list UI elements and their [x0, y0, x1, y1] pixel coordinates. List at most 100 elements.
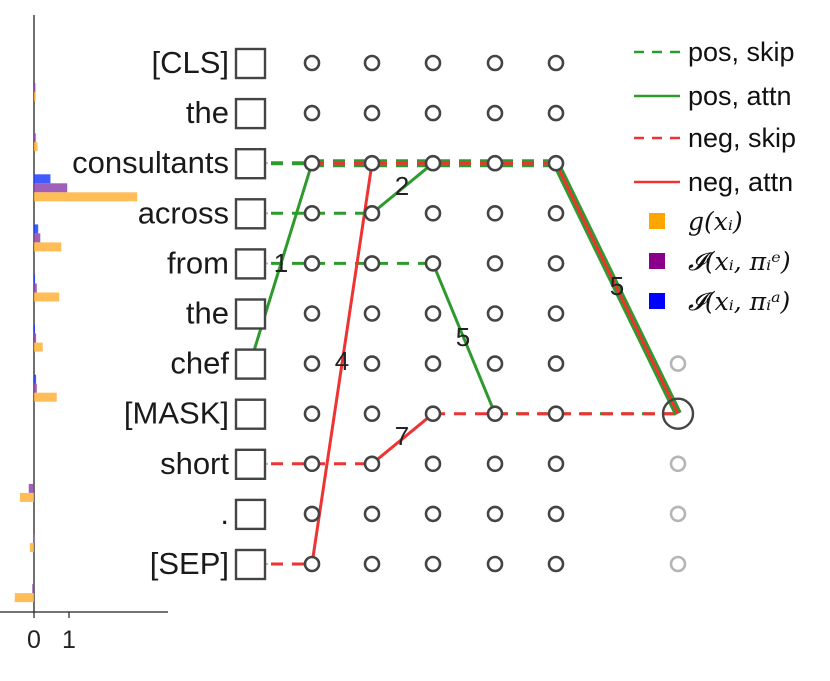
- layer-node: [424, 54, 442, 72]
- layer-node: [363, 205, 381, 222]
- layer-node: [303, 54, 321, 72]
- edge-weight-label: 5: [456, 322, 470, 352]
- bar-g-10: [29, 543, 34, 552]
- bar-explained-10: [33, 534, 35, 543]
- output-node: [669, 505, 687, 523]
- node-grid: [234, 47, 695, 581]
- bar-g-11: [14, 593, 34, 603]
- output-node-mask: [661, 397, 695, 430]
- layer-node: [424, 255, 442, 272]
- layer-node: [363, 555, 381, 573]
- layer-node: [303, 205, 321, 222]
- bar-g-7: [34, 392, 57, 402]
- output-node: [669, 355, 687, 372]
- layer-node: [303, 154, 321, 172]
- bar-g-4: [34, 242, 62, 252]
- edge-weight-label: 5: [610, 271, 624, 301]
- layer-node: [303, 555, 321, 573]
- bar-explained-5: [34, 283, 37, 293]
- layer-node: [547, 505, 565, 523]
- token-box-node: [234, 448, 267, 480]
- edge-weight-label: 7: [395, 421, 409, 451]
- token-box-node: [234, 498, 267, 531]
- bar-explained-9: [28, 483, 34, 493]
- layer-node: [547, 54, 565, 72]
- layer-node: [303, 505, 321, 523]
- layer-node: [547, 154, 565, 172]
- layer-node: [486, 455, 504, 473]
- layer-node: [547, 355, 565, 372]
- token-label: [SEP]: [150, 546, 229, 581]
- layer-node: [424, 355, 442, 372]
- bar-g-3: [34, 192, 138, 202]
- legend-square-swatch: [649, 213, 665, 229]
- bar-axis-tick-label: 1: [62, 626, 76, 654]
- legend-label: g(xᵢ): [688, 207, 743, 236]
- layer-node: [363, 505, 381, 523]
- layer-node: [424, 555, 442, 573]
- edge-neg-attn: [310, 162, 374, 565]
- token-label: the: [186, 95, 229, 130]
- layer-node: [486, 205, 504, 222]
- layer-node: [547, 104, 565, 122]
- token-box-node: [234, 348, 267, 380]
- token-label: consultants: [72, 145, 229, 180]
- edge-pos-attn: [431, 262, 497, 415]
- token-box-node: [234, 398, 267, 430]
- layer-node: [303, 355, 321, 372]
- bar-explained-1: [34, 83, 36, 93]
- token-labels: [CLS]theconsultantsacrossfromthechef[MAS…: [72, 45, 229, 581]
- token-label: [MASK]: [124, 396, 229, 431]
- token-box-node: [234, 97, 267, 130]
- layer-node: [363, 154, 381, 172]
- output-node: [669, 455, 687, 473]
- edge-neg-attn: [371, 412, 434, 465]
- layer-node: [486, 405, 504, 423]
- bar-g-1: [34, 92, 36, 102]
- layer-node: [303, 305, 321, 322]
- bar-attn-6: [34, 324, 36, 334]
- token-label: from: [167, 245, 229, 280]
- legend-square-swatch: [649, 293, 665, 309]
- layer-node: [424, 455, 442, 473]
- layer-node: [363, 54, 381, 72]
- layer-node: [424, 205, 442, 222]
- layer-node: [547, 205, 565, 222]
- layer-node: [363, 355, 381, 372]
- legend-label: pos, attn: [688, 81, 792, 111]
- edge-weight-label: 4: [335, 346, 349, 376]
- token-box-node: [234, 298, 267, 330]
- layer-node: [363, 104, 381, 122]
- bar-axis-tick-label: 0: [27, 626, 41, 654]
- edge-neg-attn: [554, 162, 680, 415]
- layer-node: [486, 104, 504, 122]
- layer-node: [424, 305, 442, 322]
- bar-attn-3: [34, 174, 51, 184]
- layer-node: [486, 555, 504, 573]
- bar-explained-7: [34, 383, 37, 393]
- token-box-node: [234, 548, 267, 581]
- token-label: the: [186, 296, 229, 331]
- bar-attn-5: [34, 274, 36, 284]
- token-label: chef: [170, 346, 229, 381]
- bar-explained-11: [32, 584, 34, 594]
- bar-explained-3: [34, 183, 68, 193]
- bar-g-9: [20, 492, 34, 502]
- layer-node: [486, 255, 504, 272]
- layer-node: [486, 305, 504, 322]
- layer-node: [547, 305, 565, 322]
- layer-node: [363, 305, 381, 322]
- legend-square-swatch: [649, 253, 665, 269]
- edge-weight-label: 2: [395, 171, 409, 201]
- layer-node: [303, 455, 321, 473]
- layer-node: [486, 505, 504, 523]
- token-box-node: [234, 147, 267, 180]
- layer-node: [303, 104, 321, 122]
- layer-node: [424, 104, 442, 122]
- output-node: [669, 555, 687, 573]
- legend-label: neg, skip: [688, 123, 796, 153]
- token-box-node: [234, 198, 267, 230]
- token-label: across: [138, 195, 229, 230]
- edge-weight-label: 1: [274, 248, 288, 278]
